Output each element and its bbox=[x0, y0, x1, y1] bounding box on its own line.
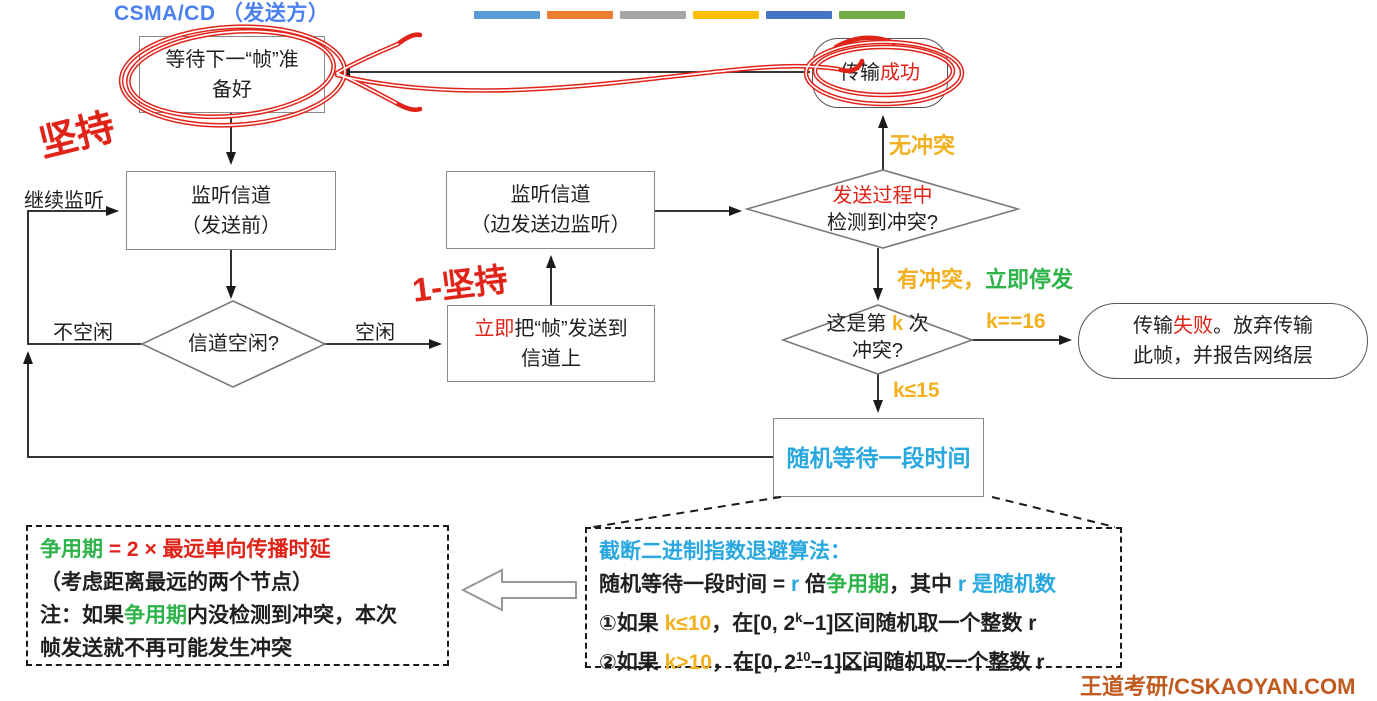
success-text-red: 成功 bbox=[880, 62, 920, 84]
send-now-line2: 信道上 bbox=[521, 347, 581, 370]
wait-frame-line2: 备好 bbox=[212, 78, 252, 101]
legend-bar-yellow bbox=[693, 11, 759, 19]
backoff-l2-pre: 随机等待一段时间 = bbox=[599, 573, 791, 596]
backoff-l2-green: 争用期 bbox=[825, 573, 889, 596]
legend-bar-green bbox=[839, 11, 905, 19]
listen-before-line1: 监听信道 bbox=[191, 184, 271, 207]
fail-line1: 传输失败。放弃传输 bbox=[1133, 311, 1313, 341]
backoff-l3-mid: ，在[0, 2 bbox=[711, 612, 796, 635]
fail-pre: 传输 bbox=[1133, 315, 1173, 337]
collision-label-yellow: 有冲突， bbox=[897, 267, 986, 292]
node-random-wait: 随机等待一段时间 bbox=[773, 418, 984, 497]
fail-line2: 此帧，并报告网络层 bbox=[1133, 345, 1313, 367]
contention-l3-green: 争用期 bbox=[124, 604, 187, 627]
edge-label-collision-stop: 有冲突，立即停发 bbox=[897, 262, 1073, 294]
backoff-line4: ②如果 k>10，在[0, 210−1]区间随机取一个整数 r bbox=[599, 640, 1108, 679]
legend-bar-orange bbox=[547, 11, 613, 19]
backoff-l4-post: −1]区间随机取一个整数 r bbox=[810, 651, 1045, 674]
fail-post: 。放弃传输 bbox=[1213, 315, 1313, 337]
backoff-l3-pre: ①如果 bbox=[599, 612, 665, 635]
node-send-frame-now: 立即把“帧”发送到 信道上 bbox=[447, 305, 655, 382]
edge-label-k-eq-16: k==16 bbox=[986, 310, 1046, 333]
contention-line2: （考虑距离最远的两个节点） bbox=[40, 571, 313, 594]
backoff-line2: 随机等待一段时间 = r 倍争用期，其中 r 是随机数 bbox=[599, 568, 1108, 601]
note-contention-period: 争用期 = 2 × 最远单向传播时延 （考虑距离最远的两个节点） 注：如果争用期… bbox=[26, 525, 449, 666]
node-transmit-fail: 传输失败。放弃传输 此帧，并报告网络层 bbox=[1078, 303, 1368, 379]
contention-l3-post: 内没检测到冲突，本次 bbox=[187, 604, 397, 627]
random-wait-text: 随机等待一段时间 bbox=[786, 444, 971, 471]
edge-label-not-idle: 不空闲 bbox=[53, 322, 113, 344]
legend-bar-gray bbox=[620, 11, 686, 19]
backoff-l3-sup: k bbox=[795, 610, 803, 625]
edge-label-k-le-15: k≤15 bbox=[893, 379, 940, 402]
listen-before-line2: （发送前） bbox=[181, 214, 281, 237]
collision-label-green: 立即停发 bbox=[985, 267, 1074, 292]
edge-label-idle: 空闲 bbox=[355, 322, 395, 344]
send-now-immediately: 立即 bbox=[474, 317, 515, 340]
backoff-l3-post: −1]区间随机取一个整数 r bbox=[802, 612, 1037, 635]
backoff-l4-sup: 10 bbox=[795, 649, 811, 664]
success-text-black: 传输 bbox=[840, 62, 880, 84]
backoff-l2-mid2: ，其中 bbox=[888, 573, 958, 596]
contention-line3: 注：如果争用期内没检测到冲突，本次 bbox=[40, 599, 435, 632]
contention-l1-green: 争用期 bbox=[40, 538, 103, 561]
success-line: 传输成功 bbox=[840, 58, 920, 88]
legend-bar-darkblue bbox=[766, 11, 832, 19]
color-legend-bars bbox=[474, 11, 905, 19]
edge-label-no-collision: 无冲突 bbox=[889, 133, 956, 158]
listen-while-line1: 监听信道 bbox=[510, 184, 591, 206]
backoff-l2-mid: 倍 bbox=[799, 573, 826, 596]
page-title: CSMA/CD （发送方） bbox=[114, 2, 330, 25]
fail-red: 失败 bbox=[1173, 315, 1213, 337]
backoff-l2-cyan: r 是随机数 bbox=[957, 573, 1056, 596]
listen-while-line2: （边发送边监听） bbox=[470, 214, 631, 236]
contention-line1: 争用期 = 2 × 最远单向传播时延 bbox=[40, 533, 435, 566]
send-now-rest: 把“帧”发送到 bbox=[514, 317, 628, 340]
backoff-title: 截断二进制指数退避算法： bbox=[599, 540, 851, 563]
backoff-l2-r: r bbox=[790, 573, 800, 596]
node-listen-before-send: 监听信道 （发送前） bbox=[126, 171, 336, 250]
node-wait-next-frame: 等待下一“帧”准 备好 bbox=[139, 36, 325, 113]
note-backoff-algorithm: 截断二进制指数退避算法： 随机等待一段时间 = r 倍争用期，其中 r 是随机数… bbox=[585, 527, 1122, 674]
contention-l3-pre: 注：如果 bbox=[40, 604, 124, 627]
contention-l1-red: = 2 × 最远单向传播时延 bbox=[103, 538, 331, 561]
wait-frame-line1: 等待下一“帧”准 bbox=[165, 48, 299, 71]
legend-bar-blue bbox=[474, 11, 540, 19]
backoff-l3-cond: k≤10 bbox=[664, 612, 712, 635]
edge-label-keep-listening: 继续监听 bbox=[24, 190, 104, 212]
watermark-text: 王道考研/CSKAOYAN.COM bbox=[1080, 674, 1356, 699]
backoff-l4-mid: ，在[0, 2 bbox=[711, 651, 796, 674]
node-transmit-success: 传输成功 bbox=[812, 38, 948, 108]
backoff-l4-pre: ②如果 bbox=[599, 651, 665, 674]
backoff-l4-cond: k>10 bbox=[664, 651, 712, 674]
backoff-line3: ①如果 k≤10，在[0, 2k−1]区间随机取一个整数 r bbox=[599, 601, 1108, 640]
node-listen-while-send: 监听信道 （边发送边监听） bbox=[446, 171, 655, 249]
send-now-line1: 立即把“帧”发送到 bbox=[474, 314, 627, 344]
contention-line4: 帧发送就不再可能发生冲突 bbox=[40, 637, 292, 660]
